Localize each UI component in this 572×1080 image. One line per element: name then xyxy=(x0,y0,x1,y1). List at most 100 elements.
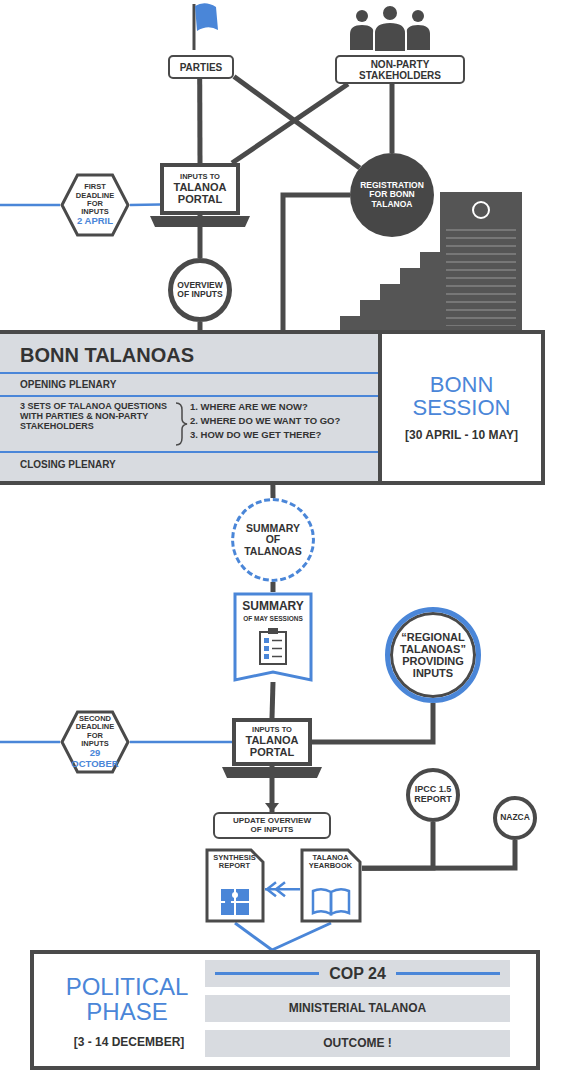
person-head xyxy=(382,5,398,21)
connector xyxy=(199,79,200,163)
deadline-hexagon: SECOND DEADLINE FOR INPUTS29 OCTOBER xyxy=(60,710,130,774)
connector xyxy=(273,582,274,592)
agenda-band: OUTCOME ! xyxy=(205,1030,510,1057)
logo xyxy=(473,202,489,218)
arrowhead xyxy=(276,882,285,896)
connector xyxy=(312,703,433,742)
source-circle: NAZCA xyxy=(493,796,537,840)
report-document: SYNTHESIS REPORT xyxy=(205,848,265,923)
node-text: “REGIONAL TALANOAS” PROVIDING INPUTS xyxy=(398,631,468,679)
connector xyxy=(200,322,201,330)
node-text: INPUTS TO xyxy=(252,726,292,734)
node-text: TALANOA PORTAL xyxy=(238,734,306,758)
node-text: SYNTHESIS REPORT xyxy=(210,854,259,871)
hexagon-outline xyxy=(62,175,128,235)
node-text: FIRST DEADLINE FOR INPUTS xyxy=(73,183,117,216)
node-text: [30 APRIL - 10 MAY] xyxy=(405,429,518,442)
text-holder: SECOND DEADLINE FOR INPUTS29 OCTOBER xyxy=(60,710,130,774)
node-text: OF MAY SESSIONS xyxy=(236,615,310,622)
text-holder: INPUTS TOTALANOA PORTAL xyxy=(160,163,240,215)
arrowhead xyxy=(265,803,279,812)
timeline-line xyxy=(0,204,60,207)
connector xyxy=(362,840,515,868)
puzzle-piece xyxy=(236,903,249,915)
clipboard xyxy=(260,632,286,664)
source-circle: IPCC 1.5 REPORT xyxy=(406,768,460,822)
connector-line xyxy=(362,840,515,868)
portal-laptop: INPUTS TOTALANOA PORTAL xyxy=(232,718,312,766)
tower-windows xyxy=(446,226,516,326)
node-text: SUMMARY xyxy=(236,600,310,613)
connector-line xyxy=(197,79,202,163)
checkbox xyxy=(264,638,269,643)
summary-circle: SUMMARY OF TALANOAS xyxy=(231,498,315,582)
tower xyxy=(440,192,522,332)
phase-box: POLITICAL PHASE[3 - 14 DECEMBER]COP 24MI… xyxy=(30,950,540,1070)
node-text: 3 SETS OF TALANOA QUESTIONS WITH PARTIES… xyxy=(20,402,172,432)
agenda-row: CLOSING PLENARY xyxy=(0,451,378,476)
text-holder: IPCC 1.5 REPORT xyxy=(410,772,456,818)
overview-circle: OVERVIEW OF INPUTS xyxy=(168,258,232,322)
checklist-line xyxy=(272,656,282,658)
node-text: INPUTS TO xyxy=(180,173,220,181)
node-text: TALANOA YEARBOOK xyxy=(305,854,356,871)
connector xyxy=(272,485,273,498)
text-holder: “REGIONAL TALANOAS” PROVIDING INPUTS xyxy=(390,612,476,698)
connector-line xyxy=(130,203,160,206)
laptop-screen xyxy=(162,165,238,213)
text-holder: SUMMARY OF TALANOAS xyxy=(234,501,312,579)
text-holder: REGISTRATION FOR BONN TALANOA xyxy=(350,153,434,237)
node-text: IPCC 1.5 REPORT xyxy=(413,785,453,805)
node-text: 29 OCTOBER xyxy=(71,748,118,769)
text-holder: OPENING PLENARY xyxy=(0,374,378,395)
flag xyxy=(195,3,218,31)
node-text: NAZCA xyxy=(500,813,530,822)
connector-line xyxy=(265,888,300,891)
node-text: OVERVIEW OF INPUTS xyxy=(176,281,224,300)
puzzle-knob xyxy=(225,899,231,905)
session-box: BONN SESSION [30 APRIL - 10 MAY] xyxy=(378,330,545,485)
stair xyxy=(360,300,450,316)
people-icon xyxy=(350,5,430,52)
connector-line xyxy=(232,84,348,163)
node-text: NON-PARTY STAKEHOLDERS xyxy=(337,59,463,81)
text-holder: OVERVIEW OF INPUTS xyxy=(173,263,227,317)
connector-line xyxy=(312,703,433,742)
actor-box: PARTIES xyxy=(168,55,234,79)
connector-line xyxy=(390,84,395,153)
laptop-base xyxy=(150,216,250,227)
agenda-band: MINISTERIAL TALANOA xyxy=(205,995,510,1022)
hexagon-outline xyxy=(62,712,128,772)
checklist-line xyxy=(272,648,282,650)
person-head xyxy=(356,10,368,22)
deadline-hexagon: FIRST DEADLINE FOR INPUTS2 APRIL xyxy=(60,173,130,237)
banner-outline xyxy=(235,594,311,680)
process-box: UPDATE OVERVIEW OF INPUTS xyxy=(213,812,331,839)
laptop-screen xyxy=(234,720,310,764)
text-holder: MINISTERIAL TALANOA xyxy=(205,995,510,1022)
connector-line xyxy=(271,582,276,592)
node-text: 1. WHERE ARE WE NOW? xyxy=(190,402,376,412)
bracket xyxy=(176,403,187,445)
report-document: TALANOA YEARBOOK xyxy=(300,848,362,923)
puzzle-notch xyxy=(232,892,238,898)
portal-laptop: INPUTS TOTALANOA PORTAL xyxy=(160,163,240,215)
node-text: BONN SESSION xyxy=(388,373,535,419)
node-text: TALANOA PORTAL xyxy=(166,181,234,205)
person-body xyxy=(406,25,430,50)
connector-line xyxy=(270,485,275,498)
node-text: [3 - 14 DECEMBER] xyxy=(44,1036,214,1049)
connector xyxy=(265,882,300,896)
connector xyxy=(130,204,160,205)
text-holder: SYNTHESIS REPORT xyxy=(205,848,265,923)
checklist-line xyxy=(272,640,282,642)
node-text: CLOSING PLENARY xyxy=(20,459,116,470)
person-head xyxy=(412,10,424,22)
connector xyxy=(130,742,232,743)
node-text: MINISTERIAL TALANOA xyxy=(289,1002,427,1015)
person-body xyxy=(374,22,406,52)
node-text: 3. HOW DO WE GET THERE? xyxy=(190,430,376,440)
connector xyxy=(272,682,273,718)
connector-line xyxy=(130,741,232,744)
checkbox xyxy=(264,654,269,659)
